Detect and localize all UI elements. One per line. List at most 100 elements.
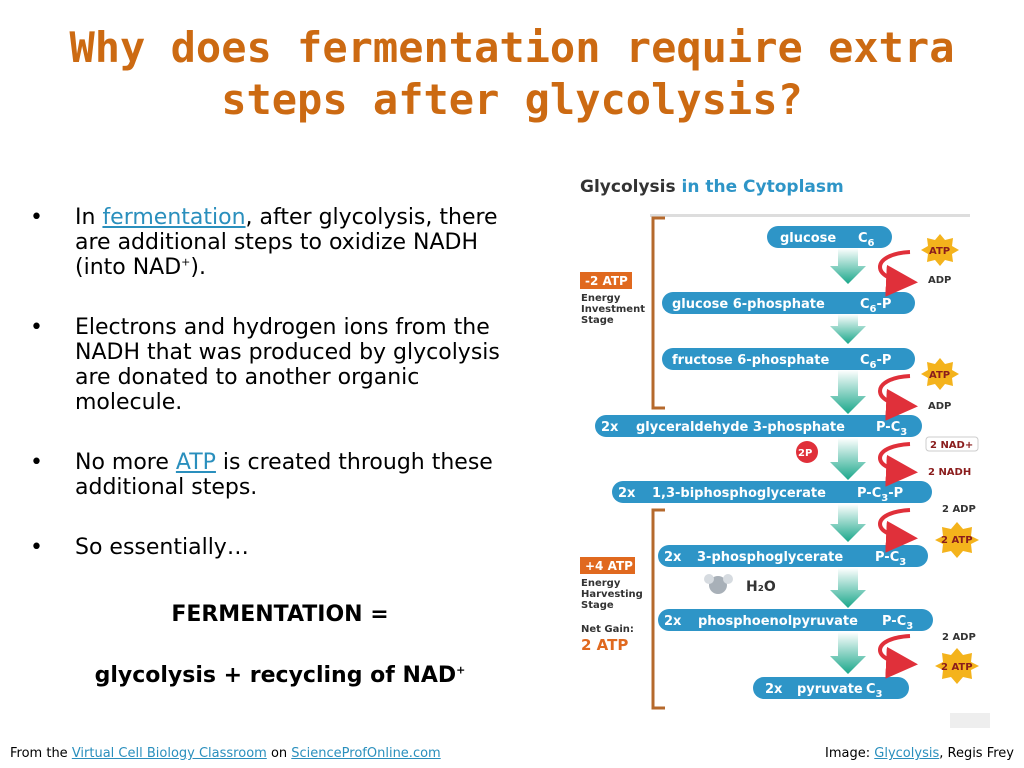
bullet-text: So essentially… <box>75 535 249 560</box>
step-formula: C3 <box>866 682 883 700</box>
down-arrow-icon <box>830 370 866 414</box>
step-name: pyruvate <box>797 682 863 697</box>
step-name: phosphoenolpyruvate <box>698 614 858 629</box>
atp-star-icon <box>921 358 959 390</box>
bullet-fermentation: • In fermentation, after glycolysis, the… <box>30 205 530 280</box>
step-name: 1,3-biphosphoglycerate <box>652 486 826 501</box>
bullet-text: , after glycolysis, there are additional… <box>75 205 498 280</box>
atp-star-icon <box>921 234 959 266</box>
footer-image-credit: Image: Glycolysis, Regis Frey <box>825 746 1014 761</box>
investment-bracket <box>651 216 665 410</box>
down-arrow-icon <box>830 314 866 344</box>
footer-text: Image: <box>825 746 875 761</box>
net-gain-value: 2 ATP <box>581 636 628 654</box>
step-prefix: 2x <box>601 420 619 435</box>
step-name: glucose 6-phosphate <box>672 297 825 312</box>
adp-label: ADP <box>928 275 951 286</box>
red-curve-arrow-icon <box>878 250 918 297</box>
bullet-text: No more <box>75 450 176 475</box>
page-title: Why does fermentation require extra step… <box>69 23 955 124</box>
water-atom <box>704 574 714 584</box>
step-pill <box>612 481 932 503</box>
step-name: 3-phosphoglycerate <box>697 550 843 565</box>
investment-badge <box>580 272 632 289</box>
bullet-text: is created through these additional step… <box>75 450 493 500</box>
glycolysis-diagram-svg: Glycolysis in the Cytoplasm -2 ATP Energ… <box>580 177 990 728</box>
bullet-text: In <box>75 205 103 230</box>
down-arrow-icon <box>830 248 866 284</box>
step-pill <box>767 226 892 248</box>
harvest-label: Energy <box>581 578 621 589</box>
investment-label: Energy <box>581 293 621 304</box>
atp-link[interactable]: ATP <box>175 450 216 475</box>
nadh-label: 2 NADH <box>928 467 971 478</box>
nad-plus-label: 2 NAD+ <box>930 440 973 451</box>
phosphate-circle-icon <box>796 441 818 463</box>
footer-source: From the Virtual Cell Biology Classroom … <box>10 746 441 761</box>
red-curve-arrow-icon <box>878 442 918 487</box>
down-arrow-icon <box>830 568 866 608</box>
step-formula: P-C3 <box>876 420 907 438</box>
bullet-dot: • <box>30 450 43 475</box>
atp-label: ATP <box>929 246 950 257</box>
nad-box <box>925 436 979 452</box>
atp-star-icon <box>935 522 979 558</box>
scienceprofonline-link[interactable]: ScienceProfOnline.com <box>291 746 441 761</box>
step-pill <box>753 677 909 699</box>
harvest-badge <box>580 557 635 574</box>
bullet-text: ). <box>190 255 206 280</box>
step-formula: P-C3-P <box>857 486 903 504</box>
glycolysis-link[interactable]: Glycolysis <box>874 746 940 761</box>
superscript-plus: + <box>456 663 466 677</box>
water-atom <box>723 574 733 584</box>
fermentation-link[interactable]: fermentation <box>102 205 246 230</box>
diagram-title: Glycolysis in the Cytoplasm <box>580 177 844 197</box>
step-pill <box>662 348 915 370</box>
equation-line-2: glycolysis + recycling of NAD+ <box>30 663 530 688</box>
bullet-essentially: • So essentially… <box>30 535 530 560</box>
step-formula: P-C3 <box>882 614 913 632</box>
investment-badge-text: -2 ATP <box>585 274 628 288</box>
step-name: glucose <box>780 231 836 246</box>
glycolysis-diagram: Glycolysis in the Cytoplasm -2 ATP Energ… <box>570 168 1000 728</box>
equation-line-1: FERMENTATION = <box>171 602 389 627</box>
step-name: glyceraldehyde 3-phosphate <box>636 420 845 435</box>
superscript-plus: + <box>181 255 191 269</box>
down-arrow-icon <box>830 504 866 542</box>
atp-label: 2 ATP <box>941 662 973 673</box>
step-formula: C6 <box>858 231 875 249</box>
adp-label: ADP <box>928 401 951 412</box>
down-arrow-icon <box>830 632 866 674</box>
red-curve-arrow-icon <box>878 508 918 553</box>
footer-text: From the <box>10 746 72 761</box>
step-prefix: 2x <box>618 486 636 501</box>
step-prefix: 2x <box>664 550 682 565</box>
bullet-dot: • <box>30 315 43 340</box>
step-formula: P-C3 <box>875 550 906 568</box>
step-pill <box>658 609 933 631</box>
harvest-label: Stage <box>581 600 614 611</box>
equation-text: glycolysis + recycling of NAD <box>94 663 457 688</box>
bullet-atp: • No more ATP is created through these a… <box>30 450 530 500</box>
step-prefix: 2x <box>765 682 783 697</box>
footer-text: on <box>266 746 292 761</box>
bottom-fade <box>950 713 990 728</box>
investment-label: Stage <box>581 315 614 326</box>
bullet-list: • In fermentation, after glycolysis, the… <box>30 205 530 595</box>
atp-label: ATP <box>929 370 950 381</box>
net-gain-label: Net Gain: <box>581 624 634 635</box>
step-formula: C6-P <box>860 297 891 315</box>
atp-label: 2 ATP <box>941 535 973 546</box>
water-label: H₂O <box>746 579 776 595</box>
footer-text: , Regis Frey <box>939 746 1014 761</box>
step-pill <box>658 545 928 567</box>
phosphate-label: 2P <box>798 448 812 459</box>
harvest-bracket <box>651 508 665 710</box>
step-name: fructose 6-phosphate <box>672 353 829 368</box>
red-curve-arrow-icon <box>878 374 918 421</box>
step-prefix: 2x <box>664 614 682 629</box>
adp-label: 2 ADP <box>942 632 976 643</box>
bullet-text: Electrons and hydrogen ions from the NAD… <box>75 315 500 415</box>
virtual-cell-link[interactable]: Virtual Cell Biology Classroom <box>71 746 267 761</box>
red-curve-arrow-icon <box>878 634 918 679</box>
